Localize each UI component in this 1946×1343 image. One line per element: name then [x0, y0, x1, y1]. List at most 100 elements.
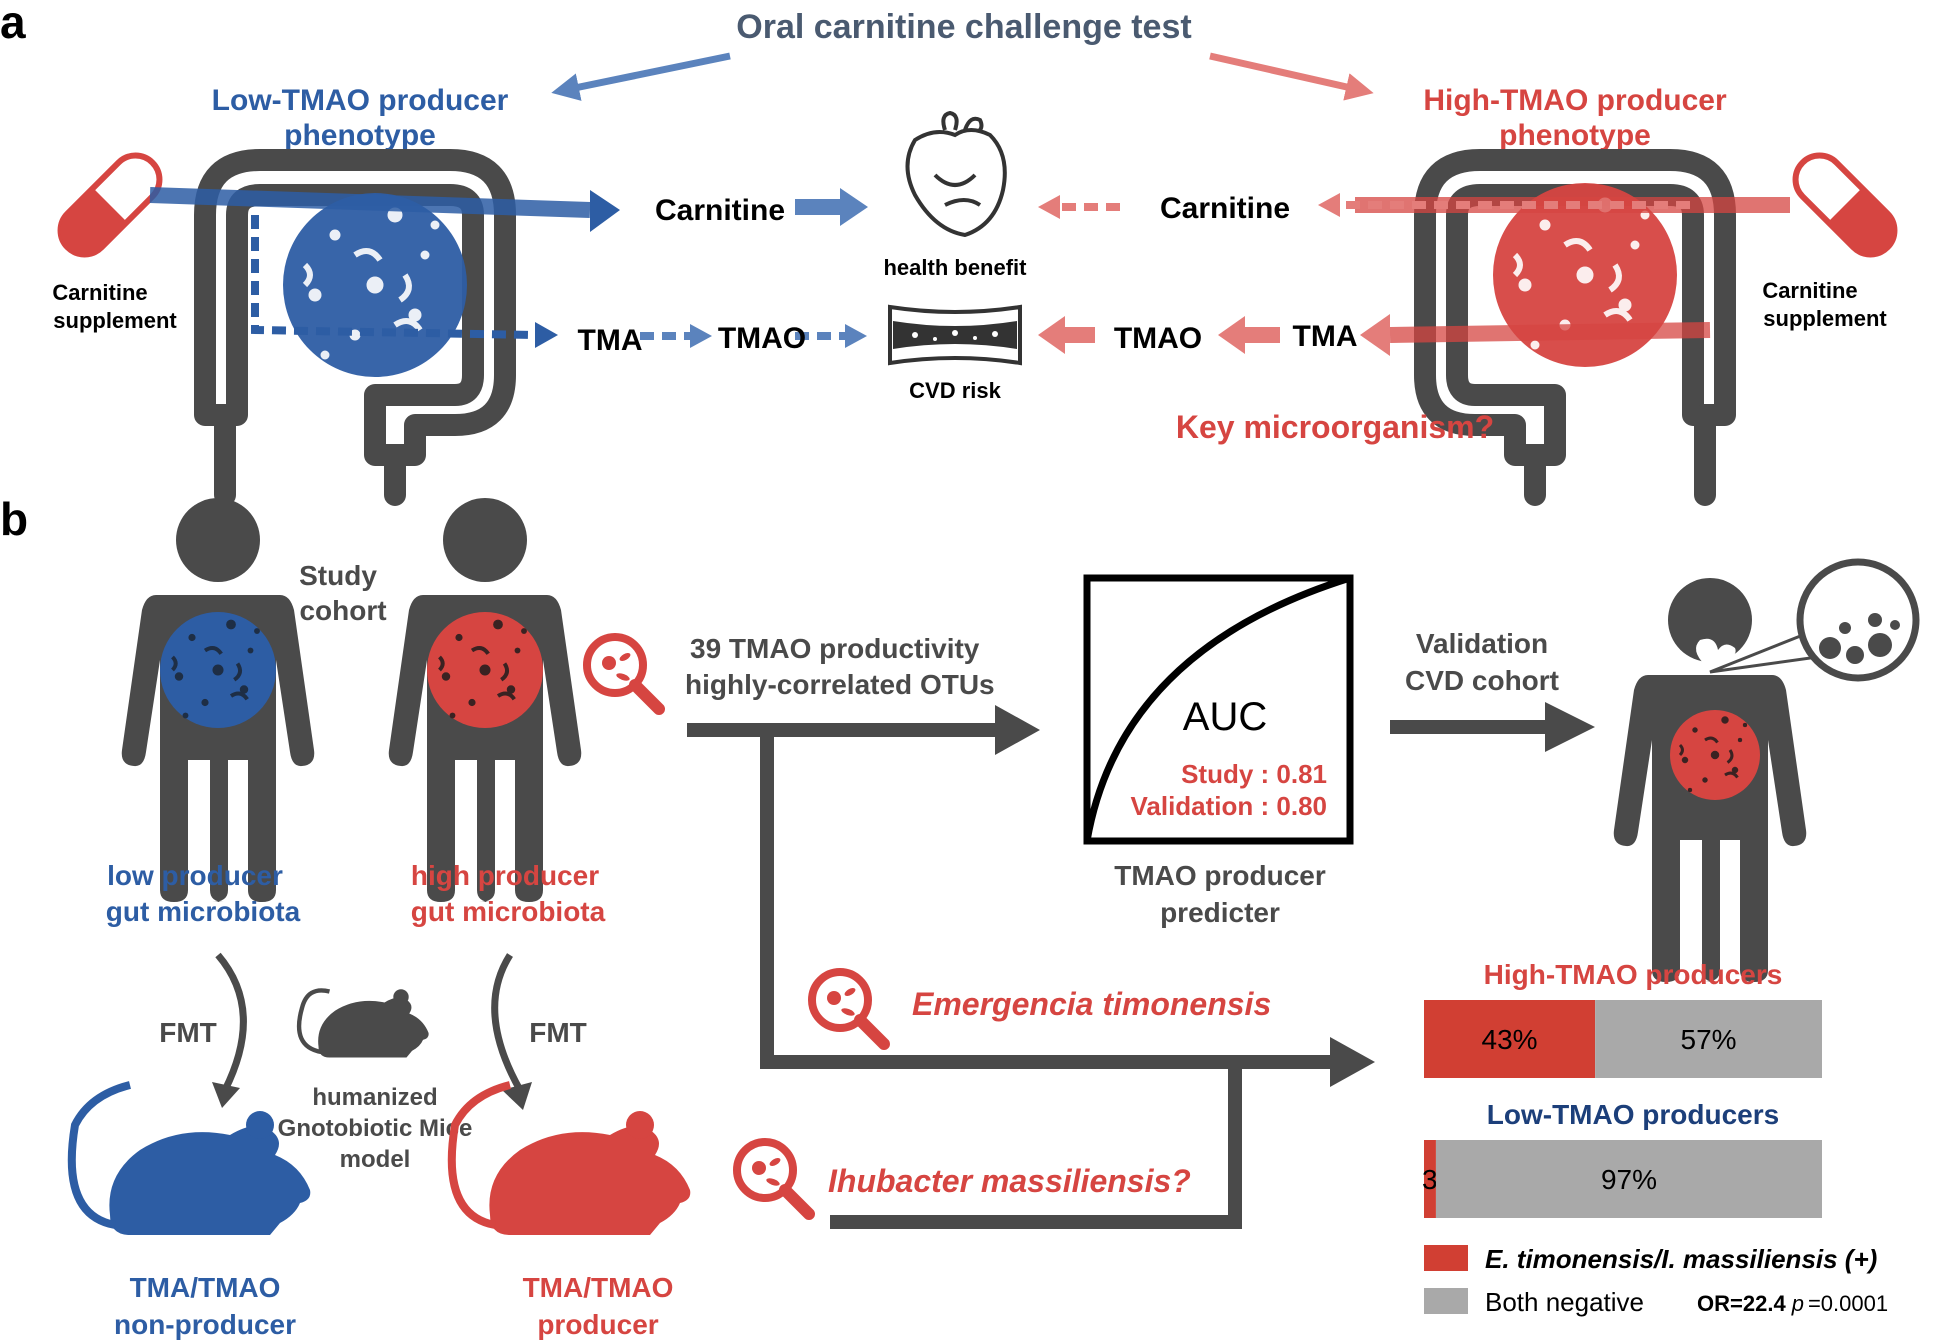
legend-swatch-positive: [1424, 1245, 1468, 1271]
bar-title-high: High-TMAO producers: [1484, 959, 1783, 990]
producer-line1: TMA/TMAO: [523, 1272, 674, 1303]
arrowhead-carnitine-heart-right: [1038, 195, 1060, 219]
tma-right-label: TMA: [1293, 320, 1358, 353]
panel-b-label: b: [0, 493, 28, 545]
carnitine-left-label: Carnitine: [655, 194, 785, 227]
arrowhead-auc-to-validation: [1545, 702, 1595, 752]
low-phenotype-line2: phenotype: [284, 119, 436, 152]
arrow-left-carnitine: [149, 187, 591, 218]
arrowhead-tmao-cvd-left: [845, 324, 867, 348]
bar-low-positive: [1424, 1140, 1436, 1218]
legend-negative-label: Both negative: [1485, 1287, 1644, 1317]
arrowhead-tma-tmao-left: [690, 324, 712, 348]
arrowhead-left-tma: [535, 322, 558, 348]
low-phenotype-line1: Low-TMAO producer: [212, 84, 509, 117]
heart-icon: [905, 110, 1007, 238]
or-label: OR=: [1697, 1291, 1743, 1316]
mouse-blue-icon: [67, 1081, 311, 1235]
producer-line2: producer: [537, 1309, 658, 1340]
supplement-left-line2: supplement: [53, 308, 177, 333]
gut-circle-low: [160, 612, 276, 728]
carnitine-right-label: Carnitine: [1160, 192, 1290, 225]
supplement-right-line2: supplement: [1763, 306, 1887, 331]
validation-gut-circle: [1670, 710, 1760, 800]
auc-title: AUC: [1183, 695, 1267, 739]
validation-line1: Validation: [1416, 628, 1548, 659]
arrow-right-tma: [1389, 322, 1711, 343]
tmao-right-label: TMAO: [1114, 322, 1202, 355]
auc-study: Study : 0.81: [1181, 759, 1327, 789]
bar-high-negative: [1595, 1000, 1822, 1078]
mice-line2: Gnotobiotic Mice: [278, 1115, 473, 1142]
artery-icon: [888, 304, 1022, 366]
microbe-circle-right: [1493, 183, 1677, 367]
bar-label-high-positive: 43%: [1482, 1024, 1538, 1055]
arrowhead-tmao-cvd-right: [1038, 316, 1065, 354]
arrowhead-right-carnitine: [1318, 193, 1340, 217]
otus-line1: 39 TMAO productivity: [690, 633, 980, 664]
capsule-right-icon: [1792, 152, 1898, 258]
bar-label-low-negative: 97%: [1601, 1164, 1657, 1195]
arrow-branch-species: [760, 730, 1330, 1069]
panel-a-label: a: [0, 0, 26, 48]
arrowhead-otus-to-auc: [995, 705, 1040, 755]
legend-positive-label: E. timonensis/I. massiliensis (+): [1485, 1244, 1877, 1274]
auc-validation: Validation : 0.80: [1130, 791, 1327, 821]
or-value: 22.4: [1743, 1291, 1787, 1316]
panel-a-title: Oral carnitine challenge test: [736, 8, 1191, 46]
arrowhead-left-carnitine: [590, 190, 620, 232]
supplement-right-line1: Carnitine: [1762, 278, 1857, 303]
arrowhead-branch-species: [1330, 1037, 1375, 1087]
high-phenotype-line1: High-TMAO producer: [1423, 84, 1727, 117]
non-producer-line2: non-producer: [114, 1309, 296, 1340]
p-value: =0.0001: [1808, 1291, 1888, 1316]
auc-box: [1083, 574, 1354, 845]
key-microorganism-label: Key microorganism?: [1176, 409, 1494, 445]
study-cohort-line1: Study: [299, 560, 377, 591]
low-microbiota-line2: gut microbiota: [106, 896, 301, 927]
tma-left-label: TMA: [578, 324, 643, 357]
capsule-left-icon: [57, 152, 163, 258]
microbe-circle-left: [283, 193, 467, 377]
arrow-to-high-phenotype: [1209, 52, 1374, 101]
fmt-arrow-left: [215, 952, 247, 1092]
bar-title-low: Low-TMAO producers: [1487, 1099, 1779, 1130]
bar-low-negative: [1435, 1140, 1822, 1218]
arrow-ihubacter-join: [830, 1062, 1242, 1229]
bar-label-high-negative: 57%: [1681, 1024, 1737, 1055]
magnifier-ihubacter-icon: [737, 1142, 809, 1214]
arrowhead-carnitine-heart: [840, 188, 868, 226]
fmt-left-label: FMT: [159, 1017, 217, 1048]
predictor-line1: TMAO producer: [1114, 860, 1326, 891]
arrow-left-tma: [251, 215, 536, 339]
arrowhead-right-tma: [1360, 314, 1390, 356]
otus-line2: highly-correlated OTUs: [685, 669, 995, 700]
high-microbiota-line1: high producer: [411, 860, 599, 891]
legend-swatch-negative: [1424, 1288, 1468, 1314]
supplement-left-line1: Carnitine: [52, 280, 147, 305]
predictor-line2: predicter: [1160, 897, 1280, 928]
study-cohort-line2: cohort: [299, 595, 386, 626]
mouse-red-icon: [447, 1081, 691, 1235]
cvd-risk-label: CVD risk: [909, 378, 1001, 403]
validation-line2: CVD cohort: [1405, 665, 1559, 696]
high-microbiota-line2: gut microbiota: [411, 896, 606, 927]
high-phenotype-line2: phenotype: [1499, 119, 1651, 152]
tmao-left-label: TMAO: [718, 322, 806, 355]
arrowhead-tma-tmao-right: [1218, 316, 1245, 354]
mice-line1: humanized: [312, 1084, 437, 1111]
fmt-right-label: FMT: [529, 1017, 587, 1048]
species-emergencia: Emergencia timonensis: [912, 986, 1271, 1022]
gut-circle-high: [427, 612, 543, 728]
low-microbiota-line1: low producer: [107, 860, 283, 891]
non-producer-line1: TMA/TMAO: [130, 1272, 281, 1303]
magnifier-emergencia-icon: [812, 972, 884, 1044]
mice-line3: model: [340, 1146, 411, 1173]
fmt-arrow-right: [491, 953, 524, 1092]
p-label: p: [1791, 1291, 1804, 1316]
fmt-arrowhead-left: [212, 1082, 240, 1108]
species-ihubacter: Ihubacter massiliensis?: [828, 1163, 1191, 1199]
magnifier-otus-icon: [587, 637, 659, 709]
